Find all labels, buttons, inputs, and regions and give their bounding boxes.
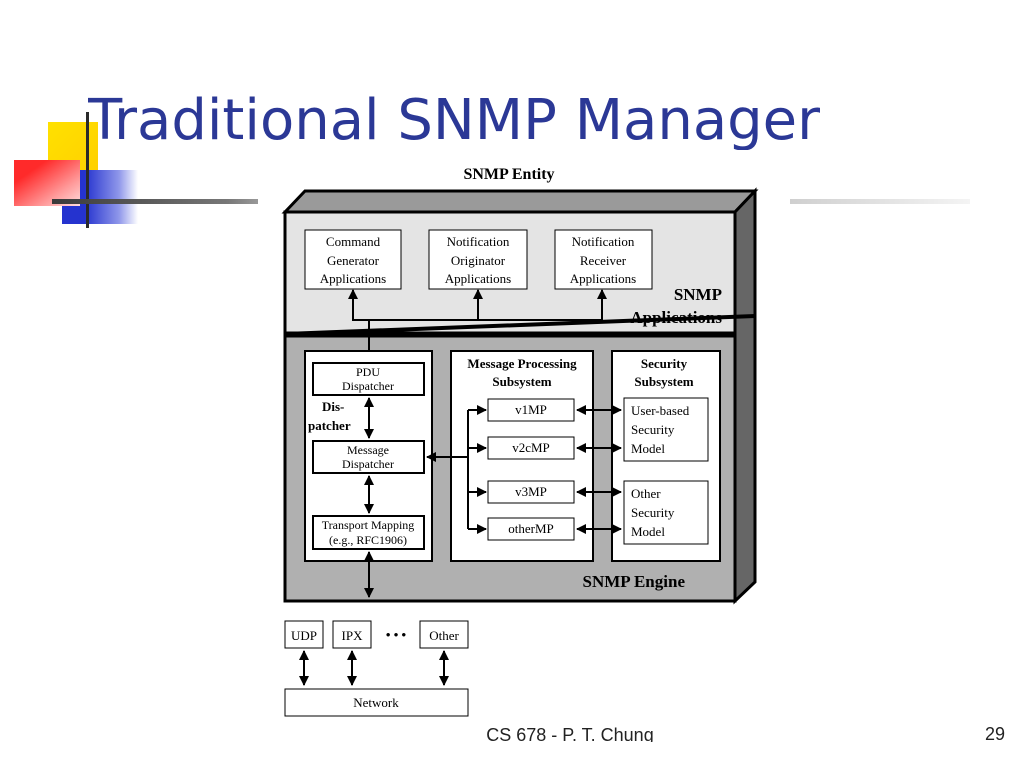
network-arrows [299, 650, 449, 686]
mp-model-v3mp: v3MP [487, 480, 575, 504]
dispatcher-label-1: Dis- [322, 399, 344, 414]
mp-model-v2cmp: v2cMP [487, 436, 575, 460]
mp-title-1: Message Processing [467, 356, 577, 371]
svg-text:(e.g., RFC1906): (e.g., RFC1906) [329, 533, 407, 547]
transport-other-box: Other [419, 620, 469, 649]
mp-bus-arrows [426, 405, 487, 534]
message-dispatcher-box: Message Dispatcher [312, 440, 425, 474]
app-box-notification-receiver: Notification Receiver Applications [554, 229, 653, 290]
app-box-notification-originator: Notification Originator Applications [428, 229, 528, 290]
svg-text:Other: Other [631, 486, 661, 501]
svg-text:Notification: Notification [447, 234, 510, 249]
svg-text:v1MP: v1MP [515, 402, 547, 417]
svg-text:Security: Security [631, 422, 675, 437]
transport-ipx-box: IPX [332, 620, 372, 649]
svg-text:User-based: User-based [631, 403, 690, 418]
other-security-model: Other Security Model [623, 480, 709, 545]
svg-text:Applications: Applications [320, 271, 386, 286]
decor-red-square [14, 160, 80, 206]
svg-text:IPX: IPX [342, 628, 364, 643]
snmp-applications-label-1: SNMP [674, 285, 722, 304]
app-box-command-generator: Command Generator Applications [304, 229, 402, 290]
security-arrows [576, 405, 622, 534]
svg-text:Message: Message [347, 443, 389, 457]
svg-text:Model: Model [631, 524, 665, 539]
pdu-dispatcher-box: PDU Dispatcher [312, 362, 425, 396]
security-title-1: Security [641, 356, 688, 371]
svg-text:Receiver: Receiver [580, 253, 627, 268]
svg-text:Originator: Originator [451, 253, 506, 268]
svg-text:Dispatcher: Dispatcher [342, 457, 394, 471]
snmp-applications-label-2: Applications [630, 308, 722, 327]
svg-text:UDP: UDP [291, 628, 317, 643]
svg-text:Transport Mapping: Transport Mapping [322, 518, 415, 532]
decor-vertical-line [86, 112, 89, 228]
entity-top-face [281, 189, 759, 214]
svg-text:PDU: PDU [356, 365, 380, 379]
svg-text:otherMP: otherMP [508, 521, 554, 536]
snmp-engine-label: SNMP Engine [583, 572, 686, 591]
svg-text:v3MP: v3MP [515, 484, 547, 499]
security-title-2: Subsystem [634, 374, 693, 389]
svg-text:Network: Network [353, 695, 399, 710]
transport-mapping-box: Transport Mapping (e.g., RFC1906) [312, 515, 425, 550]
entity-right-face [733, 187, 757, 605]
dispatcher-label-2: patcher [308, 418, 351, 433]
svg-text:Generator: Generator [327, 253, 380, 268]
svg-text:Model: Model [631, 441, 665, 456]
svg-text:Other: Other [429, 628, 459, 643]
user-based-security-model: User-based Security Model [623, 397, 709, 462]
svg-text:Dispatcher: Dispatcher [342, 379, 394, 393]
decor-rule-left [52, 199, 258, 204]
transport-ellipsis: • • • [386, 627, 407, 642]
layer-divider [284, 314, 756, 336]
slide-footer: CS 678 - P. T. Chung [486, 725, 654, 742]
network-box: Network [284, 688, 469, 717]
svg-text:Notification: Notification [572, 234, 635, 249]
svg-text:Security: Security [631, 505, 675, 520]
svg-text:Applications: Applications [570, 271, 636, 286]
slide-number: 29 [984, 724, 1005, 744]
mp-title-2: Subsystem [492, 374, 551, 389]
transport-udp-box: UDP [284, 620, 324, 649]
mp-model-v1mp: v1MP [487, 398, 575, 422]
decor-rule-right [790, 199, 970, 204]
svg-text:Command: Command [326, 234, 381, 249]
slide-title: Traditional SNMP Manager [88, 88, 821, 150]
svg-text:v2cMP: v2cMP [512, 440, 550, 455]
mp-model-othermp: otherMP [487, 517, 575, 541]
svg-text:Applications: Applications [445, 271, 511, 286]
snmp-entity-label: SNMP Entity [463, 166, 554, 183]
